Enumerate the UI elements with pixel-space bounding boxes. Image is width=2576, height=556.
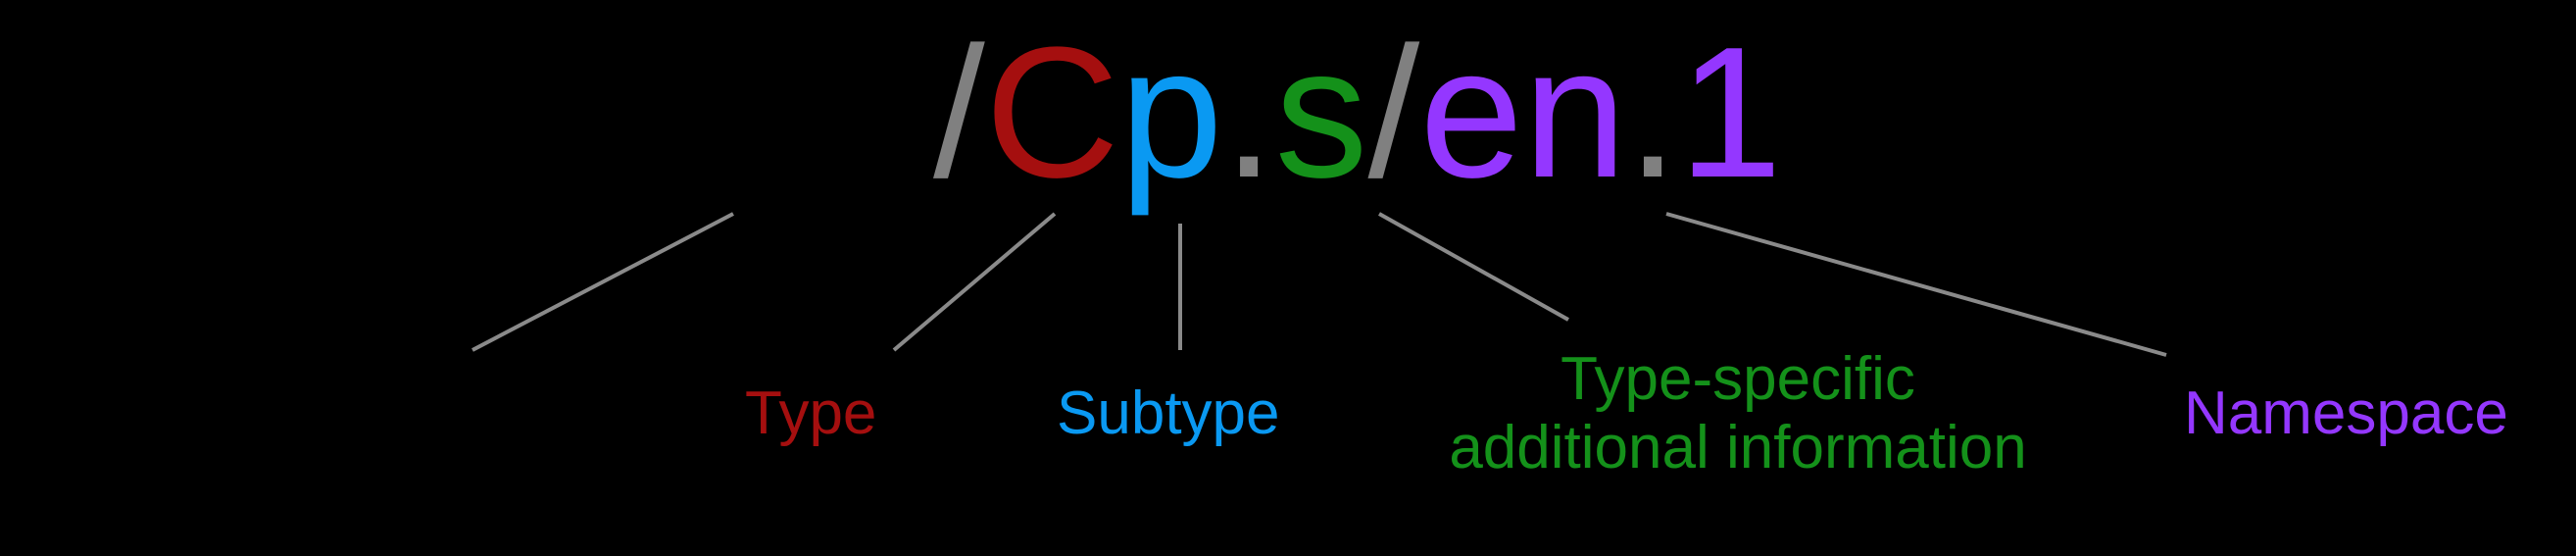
connector-type [892, 212, 1057, 352]
type-letter: C [984, 9, 1120, 217]
type-label: Type [745, 379, 877, 447]
identifier-string: /Cp.s/en.1 [933, 10, 1782, 216]
subtype-label: Subtype [1057, 379, 1280, 447]
namespace-code: en [1419, 9, 1627, 217]
leading-slash: / [933, 9, 985, 217]
connector-namespace [1665, 212, 2167, 357]
version-dot: . [1626, 9, 1679, 217]
type-specific-label: Type-specific additional information [1419, 345, 2056, 482]
connector-slash [471, 212, 734, 352]
subtype-letter: p [1119, 9, 1223, 217]
type-specific-label-line1: Type-specific [1560, 345, 1915, 413]
namespace-label: Namespace [2184, 379, 2508, 447]
connector-type-specific [1378, 212, 1569, 322]
type-specific-letter: s [1274, 9, 1368, 217]
dot-separator: . [1222, 9, 1275, 217]
type-specific-label-line2: additional information [1449, 414, 2027, 481]
version-number: 1 [1678, 9, 1783, 217]
namespace-slash: / [1367, 9, 1420, 217]
